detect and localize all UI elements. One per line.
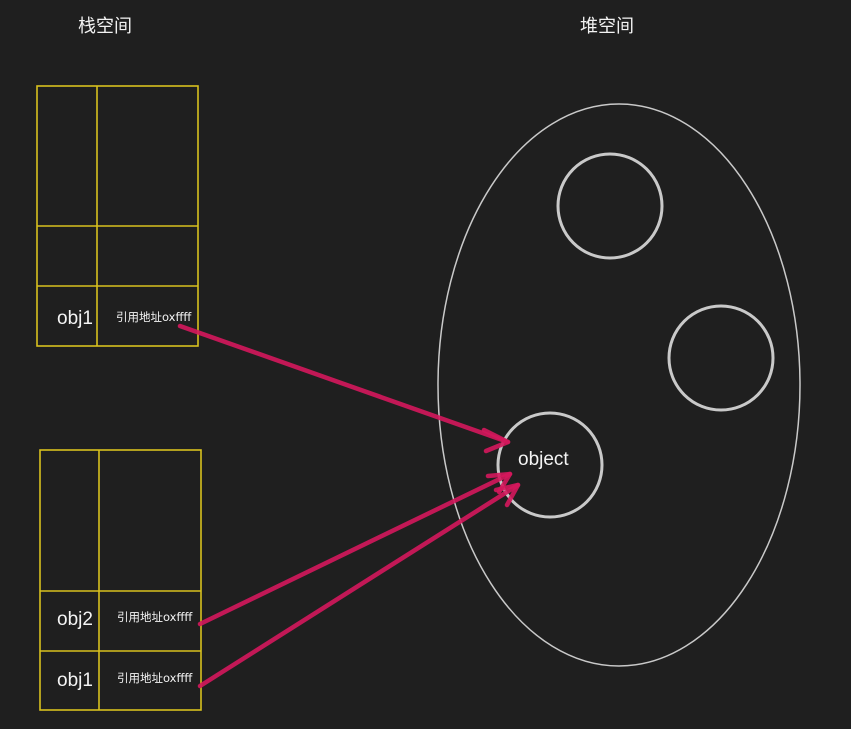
heap-ellipse (437, 103, 801, 667)
heap-object-label: object (518, 449, 569, 470)
stack-frame-2-row-2-name: obj2 (57, 609, 93, 630)
stack-space-title: 栈空间 (78, 16, 132, 37)
stack-frame-1-row-3-value: 引用地址oxffff (116, 310, 192, 324)
arrow-stack2-obj1-to-object (197, 482, 521, 689)
heap-empty-circle-1 (556, 152, 664, 260)
stack-frame-2-border (39, 449, 202, 711)
heap-empty-circle-2 (667, 304, 775, 412)
stack-frame-2: obj2 引用地址oxffff obj1 引用地址oxffff (39, 449, 202, 711)
stack-frame-2-row-2-value: 引用地址oxffff (117, 610, 193, 624)
reference-arrows (177, 323, 521, 689)
stack-frame-1-border (36, 85, 199, 347)
stack-frame-1: obj1 引用地址oxffff (36, 85, 199, 347)
heap-object-circle (496, 411, 604, 519)
stack-frame-2-row-3-value: 引用地址oxffff (117, 671, 193, 685)
stack-frame-1-row-3-name: obj1 (57, 308, 93, 329)
arrow-stack1-obj1-to-object (177, 323, 511, 454)
arrow-stack2-obj2-to-object (197, 471, 513, 627)
heap-area: object (437, 103, 801, 667)
stack-frame-2-row-3-name: obj1 (57, 670, 93, 691)
heap-space-title: 堆空间 (580, 16, 634, 37)
